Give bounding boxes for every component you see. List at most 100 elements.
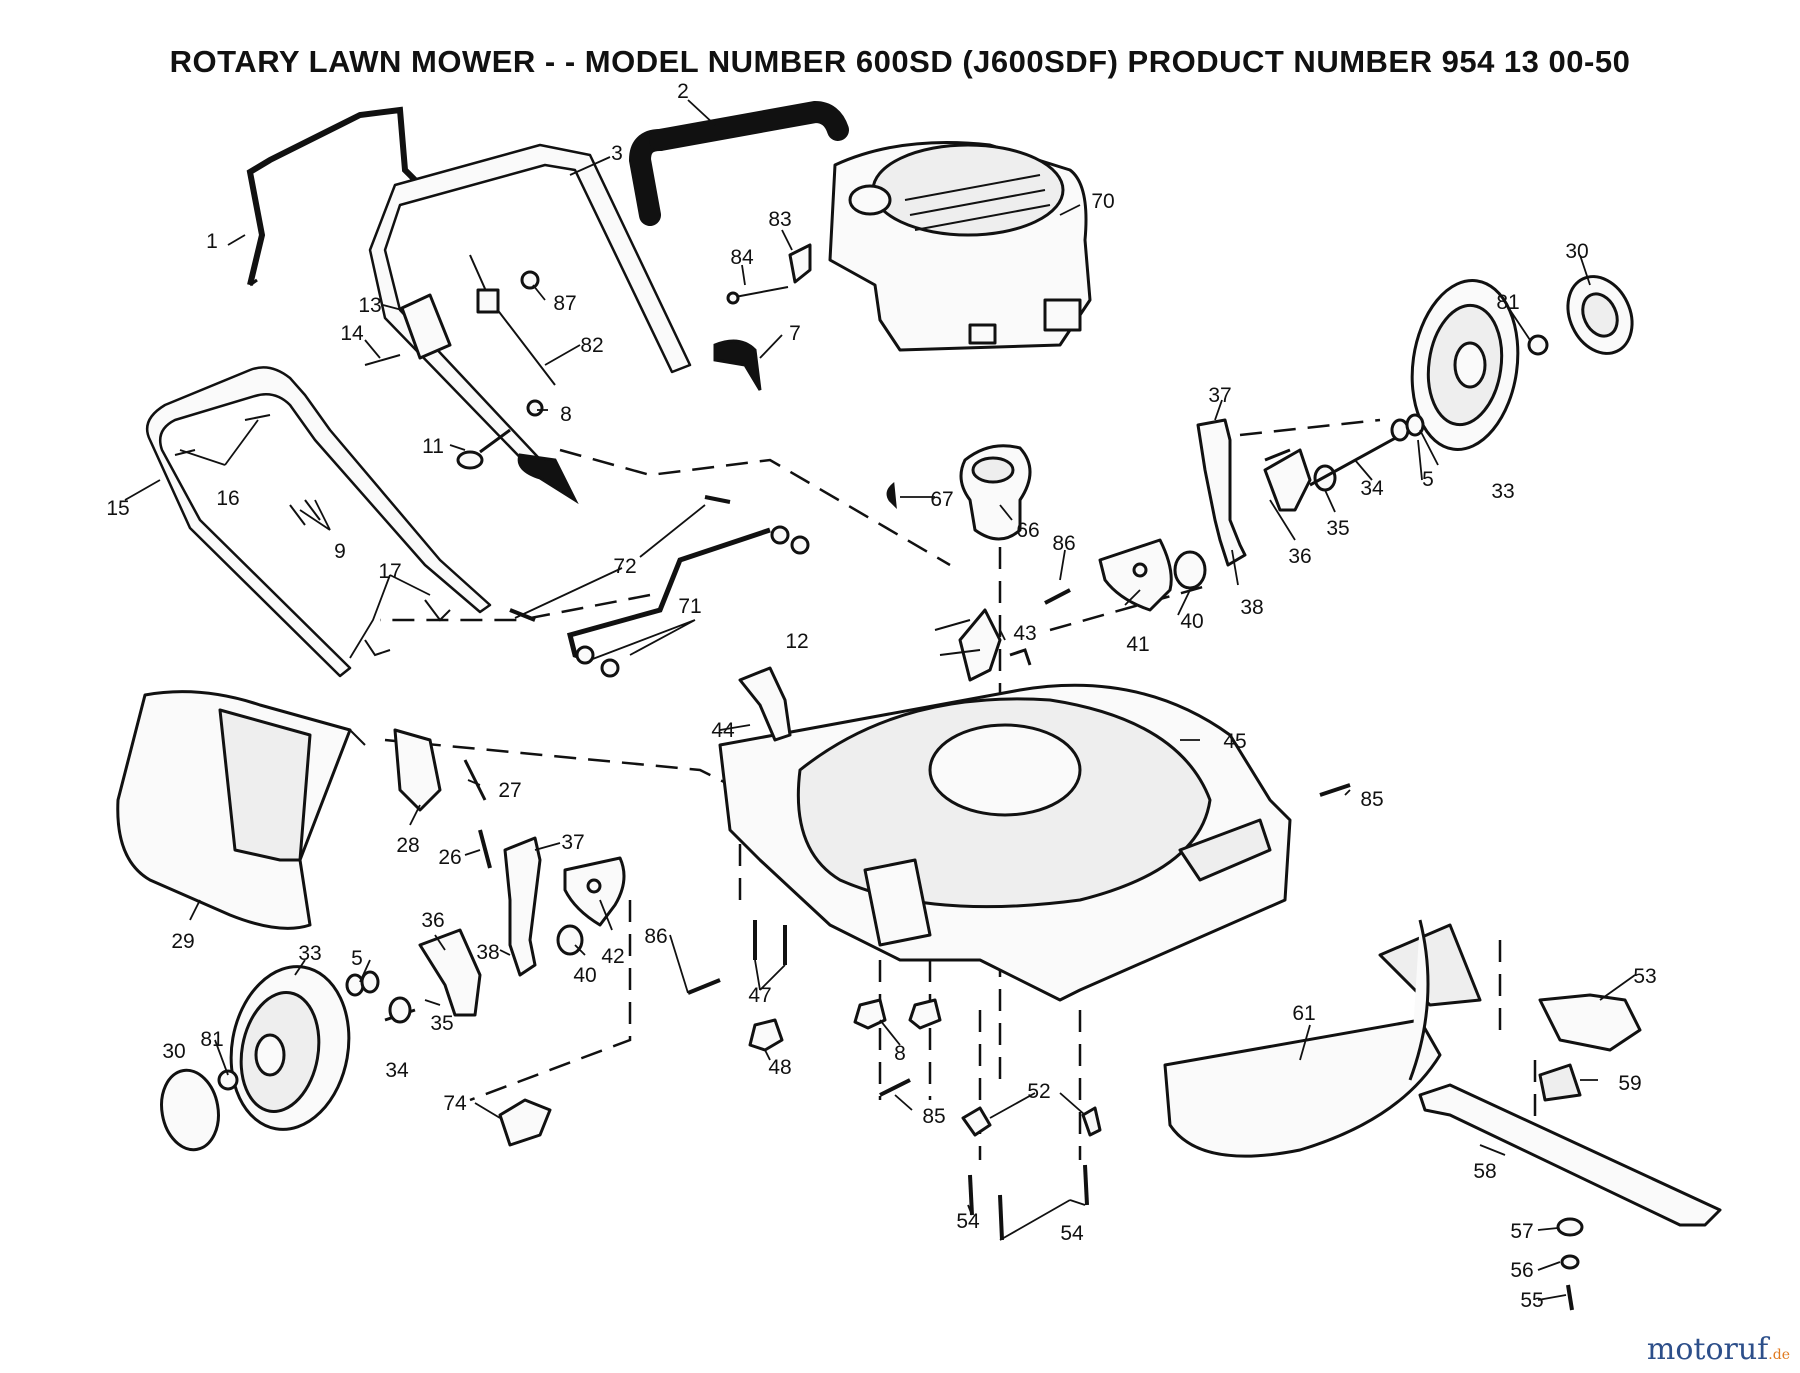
grass-bag-part — [116, 690, 366, 930]
callout-label: 37 — [561, 831, 584, 854]
callout-label: 61 — [1292, 1002, 1315, 1025]
callout-label: 33 — [298, 942, 321, 965]
callout-label: 40 — [1180, 610, 1203, 633]
cable-lever-part — [364, 254, 556, 417]
callout-label: 34 — [385, 1059, 409, 1082]
cable-bracket-part — [726, 243, 812, 305]
wheel-left — [217, 965, 416, 1131]
mower-deck-part — [718, 608, 1292, 1002]
callout-labels: 1 2 3 70 83 84 30 13 87 14 82 7 81 8 11 … — [106, 80, 1656, 1312]
callout-label: 28 — [396, 834, 419, 857]
hub-cap-right — [1527, 275, 1634, 356]
callout-label: 83 — [768, 208, 791, 231]
callout-label: 86 — [644, 925, 667, 948]
callout-label: 82 — [580, 334, 603, 357]
callout-label: 27 — [498, 779, 521, 802]
callout-label: 2 — [677, 80, 689, 103]
callout-label: 81 — [200, 1028, 223, 1051]
callout-label: 47 — [748, 984, 771, 1007]
callout-label: 8 — [894, 1042, 906, 1065]
callout-label: 70 — [1091, 190, 1114, 213]
callout-label: 36 — [1288, 545, 1311, 568]
callout-label: 52 — [1027, 1080, 1050, 1103]
callout-label: 86 — [1052, 532, 1075, 555]
callout-label: 85 — [1360, 788, 1383, 811]
callout-label: 45 — [1223, 730, 1246, 753]
callout-label: 81 — [1496, 291, 1519, 314]
page-title: ROTARY LAWN MOWER - - MODEL NUMBER 600SD… — [169, 44, 1631, 79]
callout-label: 41 — [1126, 633, 1149, 656]
eyebolt-part — [456, 428, 511, 470]
rear-bracket-part — [738, 666, 792, 742]
callout-label: 54 — [1060, 1222, 1084, 1245]
callout-label: 30 — [162, 1040, 185, 1063]
bail-wire-part — [246, 106, 418, 287]
callout-label: 54 — [956, 1210, 980, 1233]
watermark-logo: motoruf.de — [1647, 1332, 1790, 1367]
blade-part — [1418, 1083, 1722, 1227]
callout-label: 66 — [1016, 519, 1039, 542]
callout-label: 7 — [789, 322, 801, 345]
callout-label: 42 — [601, 945, 624, 968]
callout-label: 58 — [1473, 1160, 1496, 1183]
mulch-plug-part — [498, 1098, 552, 1147]
handle-knob-upper — [713, 339, 762, 391]
bolt-86-left — [687, 588, 1071, 995]
height-adjust-rod-part — [509, 495, 810, 678]
mulch-retainers — [961, 1106, 1102, 1241]
wheel-right — [1309, 279, 1520, 487]
callout-label: 38 — [1240, 596, 1263, 619]
callout-label: 56 — [1510, 1259, 1533, 1282]
callout-label: 5 — [351, 947, 363, 970]
callout-label: 30 — [1565, 240, 1588, 263]
callout-label: 17 — [378, 560, 401, 583]
chute-door-part — [1009, 648, 1032, 666]
callout-label: 72 — [613, 555, 636, 578]
hub-cap-left — [160, 1068, 220, 1152]
callout-label: 55 — [1520, 1289, 1543, 1312]
callout-label: 48 — [768, 1056, 791, 1079]
callout-label: 29 — [171, 930, 194, 953]
bolts-85 — [879, 783, 1351, 1097]
adjust-lever-right — [1196, 418, 1337, 567]
callout-label: 5 — [1422, 468, 1434, 491]
callout-label: 16 — [216, 487, 239, 510]
callout-label: 8 — [560, 403, 572, 426]
callout-label: 53 — [1633, 965, 1656, 988]
callout-label: 14 — [340, 322, 364, 345]
watermark-suffix: .de — [1768, 1347, 1790, 1363]
height-plate-right — [1098, 538, 1207, 612]
callout-label: 84 — [730, 246, 754, 269]
adjust-lever-left — [418, 836, 626, 1017]
callout-label: 74 — [443, 1092, 467, 1115]
callout-label: 85 — [922, 1105, 945, 1128]
callout-label: 36 — [421, 909, 444, 932]
callout-label: 57 — [1510, 1220, 1533, 1243]
callout-label: 33 — [1491, 480, 1514, 503]
callout-label: 1 — [206, 230, 218, 253]
watermark-text: motoruf — [1646, 1332, 1769, 1367]
callout-label: 11 — [422, 435, 444, 458]
upper-handle-part — [368, 143, 692, 480]
handle-knob-lower — [517, 453, 579, 505]
callout-label: 38 — [476, 941, 499, 964]
callout-label: 44 — [711, 719, 735, 742]
callout-label: 40 — [573, 964, 596, 987]
mulch-plate-part — [1163, 919, 1482, 1158]
blade-hardware — [1556, 1217, 1584, 1311]
callout-label: 35 — [1326, 517, 1349, 540]
bolts-47 — [748, 920, 942, 1052]
engine-part — [828, 141, 1092, 352]
callout-label: 3 — [611, 142, 623, 165]
callout-label: 26 — [438, 846, 461, 869]
callout-label: 35 — [430, 1012, 453, 1035]
callout-label: 37 — [1208, 384, 1231, 407]
leader-lines — [124, 99, 1636, 1301]
callout-label: 59 — [1618, 1072, 1641, 1095]
callout-label: 15 — [106, 497, 129, 520]
handle-grip-part — [628, 100, 849, 226]
blade-adapter-lower — [1538, 993, 1642, 1102]
callout-label: 67 — [930, 488, 953, 511]
callout-label: 43 — [1013, 622, 1036, 645]
